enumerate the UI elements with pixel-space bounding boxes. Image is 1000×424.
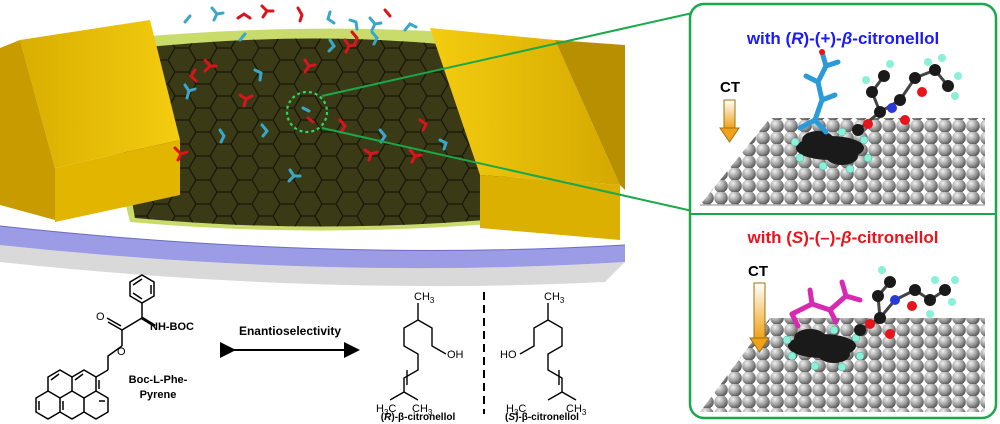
s-ch3-bottom: CH3 [566,403,587,417]
top-hydrogens [790,127,873,174]
bottom-ct-arrow [753,282,766,339]
bottom-citronellol-s [789,279,863,329]
probe-o-carbonyl: O [96,311,105,323]
bottom-ct-label: CT [748,263,768,280]
top-pyrene [796,131,864,165]
bottom-surface-model: CT [700,263,985,412]
r-oh: OH [447,349,464,361]
connector-line-bottom [321,127,698,213]
s-ch3-top: CH3 [544,291,565,305]
top-ct-label: CT [720,79,740,96]
connector-line-top [321,11,698,97]
left-electrode [20,20,180,168]
top-citronellol-r [797,49,841,135]
enantioselectivity-label: Enantioselectivity [239,324,341,338]
r-citronellol-structure [389,303,447,401]
substrate-bottom-layer [0,242,625,287]
bottom-panel-title: with (S)-(–)-β-citronellol [747,228,939,247]
probe-name-line2: Pyrene [140,389,177,401]
s-ho: HO [500,349,517,361]
probe-nh-boc-label: NH-BOC [150,321,194,333]
bottom-hydrogens [782,325,865,372]
r-name: (R)-β-citronellol [381,412,456,423]
right-electrode [430,28,620,185]
r-h3c: H3C [376,403,396,417]
r-ch3-bottom: CH3 [412,403,433,417]
top-ct-arrow [723,99,736,129]
probe-o-ester: O [117,346,126,358]
top-panel-title: with (R)-(+)-β-citronellol [746,29,939,48]
highlight-circle [285,90,329,134]
device-illustration [0,4,626,287]
molecules-on-graphene [173,30,448,183]
r-ch3-top: CH3 [414,291,435,305]
inset-panel [688,2,998,420]
s-name: (S)-β-citronellol [505,412,579,423]
s-h3c: H3C [506,403,526,417]
probe-name-line1: Boc-L-Phe- [129,374,188,386]
substrate-purple-layer [0,226,625,269]
bottom-pyrene [788,329,856,363]
top-boc-phe [852,54,962,136]
molecules-floating [183,4,418,46]
top-surface-model: CT [700,49,985,206]
s-citronellol-structure [519,303,577,401]
probe-structure [35,274,156,420]
bottom-boc-phe [854,266,959,339]
